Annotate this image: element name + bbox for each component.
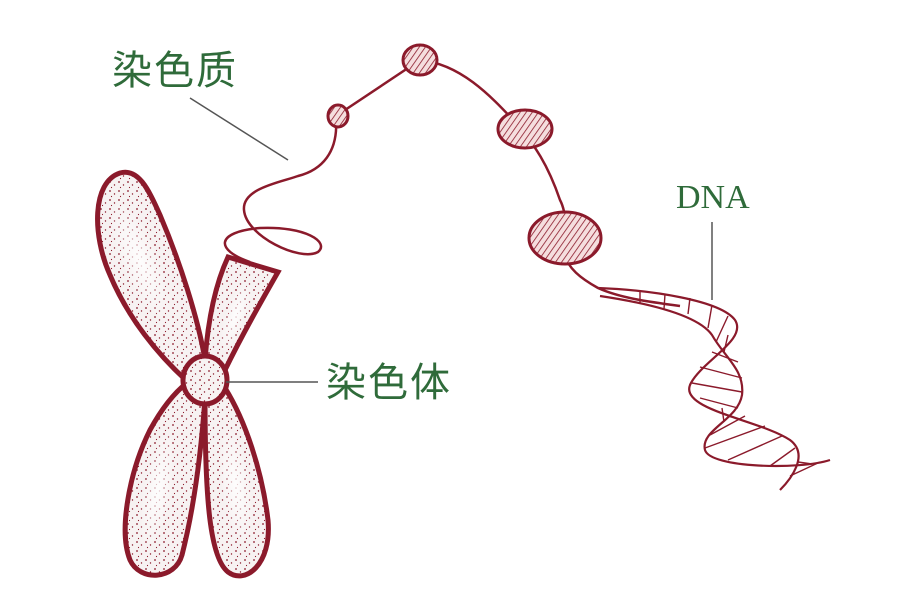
chromatin-coils	[326, 43, 603, 266]
chromosome-label: 染色体	[326, 360, 452, 406]
dna-strand-a	[597, 286, 800, 491]
chromatin-leader-line	[189, 97, 289, 161]
leader-lines	[189, 97, 713, 383]
centromere	[180, 353, 230, 407]
chromatin-fiber	[223, 58, 681, 308]
dna-base-pairs	[639, 292, 821, 477]
dna-strand-b	[599, 294, 831, 468]
coil-top	[401, 43, 439, 77]
coil-middle	[496, 108, 554, 150]
coil-small	[326, 103, 350, 129]
chromatin-label: 染色质	[112, 48, 238, 94]
dna-helix	[597, 286, 831, 491]
dna-label: DNA	[676, 179, 750, 216]
coil-large	[527, 210, 603, 266]
